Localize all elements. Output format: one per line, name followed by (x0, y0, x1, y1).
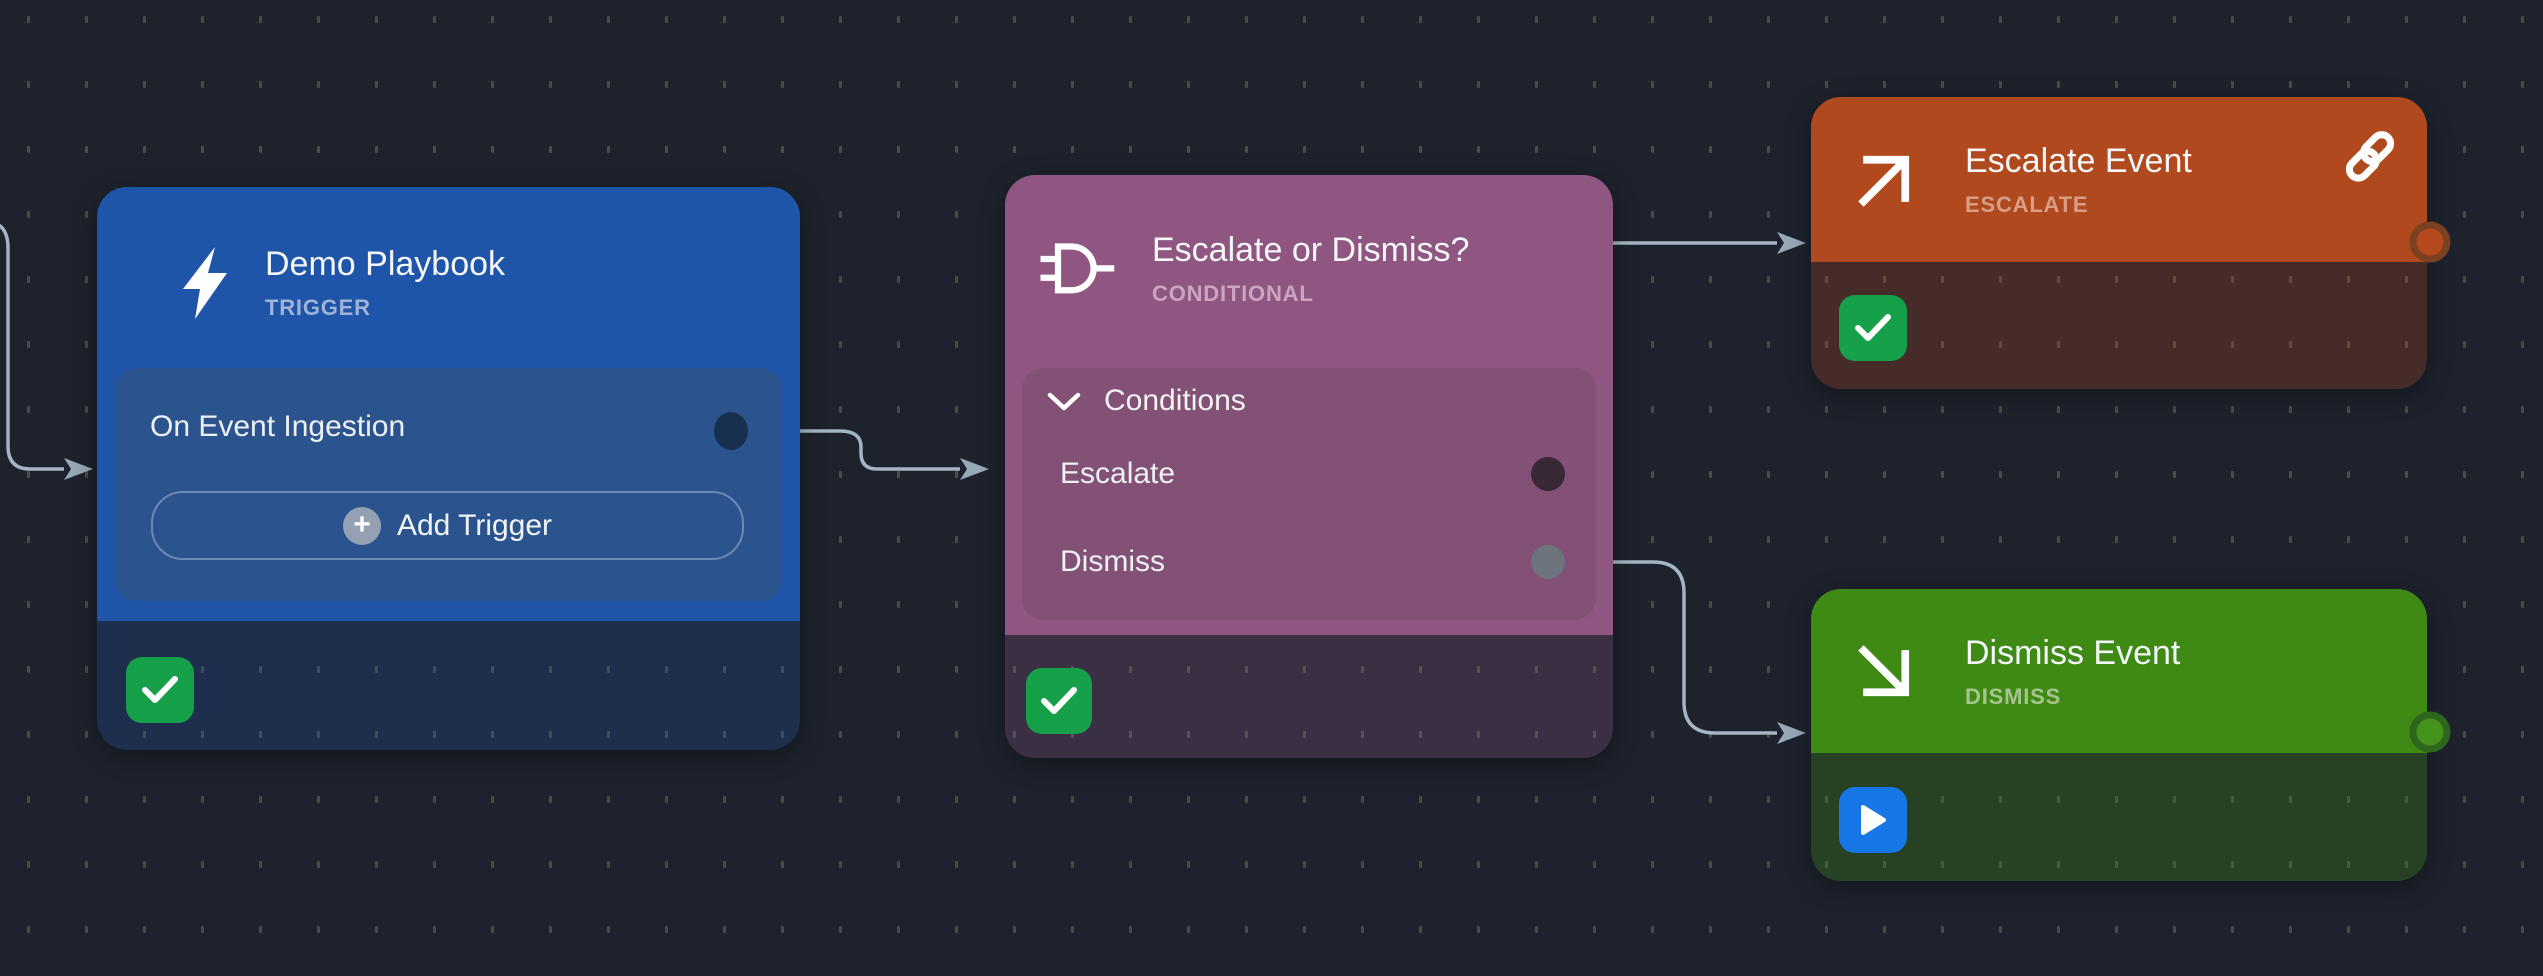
conditions-section-label: Conditions (1104, 384, 1246, 417)
arrow-up-right-icon (1858, 155, 1910, 207)
conditional-node-footer (1005, 635, 1613, 758)
lightning-icon (183, 247, 227, 319)
conditions-panel: Conditions Escalate Dismiss (1022, 368, 1596, 620)
conditional-node-body: Escalate or Dismiss? CONDITIONAL Conditi… (1005, 175, 1613, 635)
status-play-badge[interactable] (1839, 787, 1907, 853)
node-title: Escalate or Dismiss? (1152, 231, 1470, 269)
check-icon (1855, 314, 1891, 341)
trigger-row-on-event-ingestion[interactable]: On Event Ingestion (150, 410, 406, 443)
node-type-label: CONDITIONAL (1152, 281, 1314, 306)
escalate-node-footer (1811, 262, 2427, 389)
edge-dismiss-branch (1565, 560, 1777, 735)
dismiss-event-node[interactable]: Dismiss Event DISMISS (1811, 589, 2427, 881)
plus-circle-icon: + (342, 506, 381, 545)
edge-incoming-to-trigger (0, 223, 64, 471)
dismiss-node-body: Dismiss Event DISMISS (1811, 589, 2427, 753)
branch-label: Dismiss (1060, 545, 1165, 578)
status-check-badge[interactable] (1839, 295, 1907, 361)
trigger-node[interactable]: Demo Playbook TRIGGER On Event Ingestion… (97, 187, 800, 750)
node-type-label: DISMISS (1965, 683, 2062, 709)
arrowhead-icon (1777, 722, 1806, 744)
conditional-node-header: Escalate or Dismiss? CONDITIONAL (1038, 213, 1469, 325)
branch-row-dismiss[interactable]: Dismiss (1060, 542, 1165, 582)
escalate-node-header: Escalate Event ESCALATE (1849, 122, 2192, 237)
check-icon (142, 676, 178, 703)
arrowhead-icon (64, 458, 93, 480)
edge-trigger-to-conditional (749, 429, 960, 471)
trigger-node-footer (97, 621, 800, 750)
node-title: Escalate Event (1965, 141, 2192, 180)
linked-action-indicator[interactable] (2341, 131, 2399, 188)
escalate-event-node[interactable]: Escalate Event ESCALATE (1811, 97, 2427, 389)
arrowhead-icon (1777, 232, 1806, 254)
check-icon (1041, 687, 1077, 714)
escalate-node-body: Escalate Event ESCALATE (1811, 97, 2427, 262)
branch-row-escalate[interactable]: Escalate (1060, 454, 1175, 494)
logic-gate-icon (1040, 243, 1115, 294)
branch-label: Escalate (1060, 457, 1176, 490)
dismiss-node-footer (1811, 753, 2427, 881)
node-type-label: ESCALATE (1965, 191, 2089, 217)
status-check-badge[interactable] (1026, 668, 1092, 734)
status-check-badge[interactable] (126, 657, 194, 723)
node-title: Demo Playbook (265, 245, 506, 283)
arrowhead-icon (960, 458, 989, 480)
node-type-label: TRIGGER (265, 295, 371, 320)
play-icon (1861, 805, 1886, 835)
chevron-down-icon (1047, 392, 1081, 411)
dismiss-node-header: Dismiss Event DISMISS (1849, 614, 2180, 729)
trigger-node-body: Demo Playbook TRIGGER On Event Ingestion… (97, 187, 800, 621)
node-title: Dismiss Event (1965, 633, 2181, 672)
arrow-down-right-icon (1858, 644, 1910, 696)
conditional-node[interactable]: Escalate or Dismiss? CONDITIONAL Conditi… (1005, 175, 1613, 758)
link-icon (2345, 131, 2395, 182)
conditions-section-toggle[interactable]: Conditions (1046, 382, 1246, 420)
trigger-node-header: Demo Playbook TRIGGER (183, 227, 505, 339)
add-trigger-label: Add Trigger (396, 508, 553, 542)
add-trigger-button[interactable]: + Add Trigger (151, 491, 744, 560)
trigger-panel: On Event Ingestion + Add Trigger (115, 368, 782, 601)
